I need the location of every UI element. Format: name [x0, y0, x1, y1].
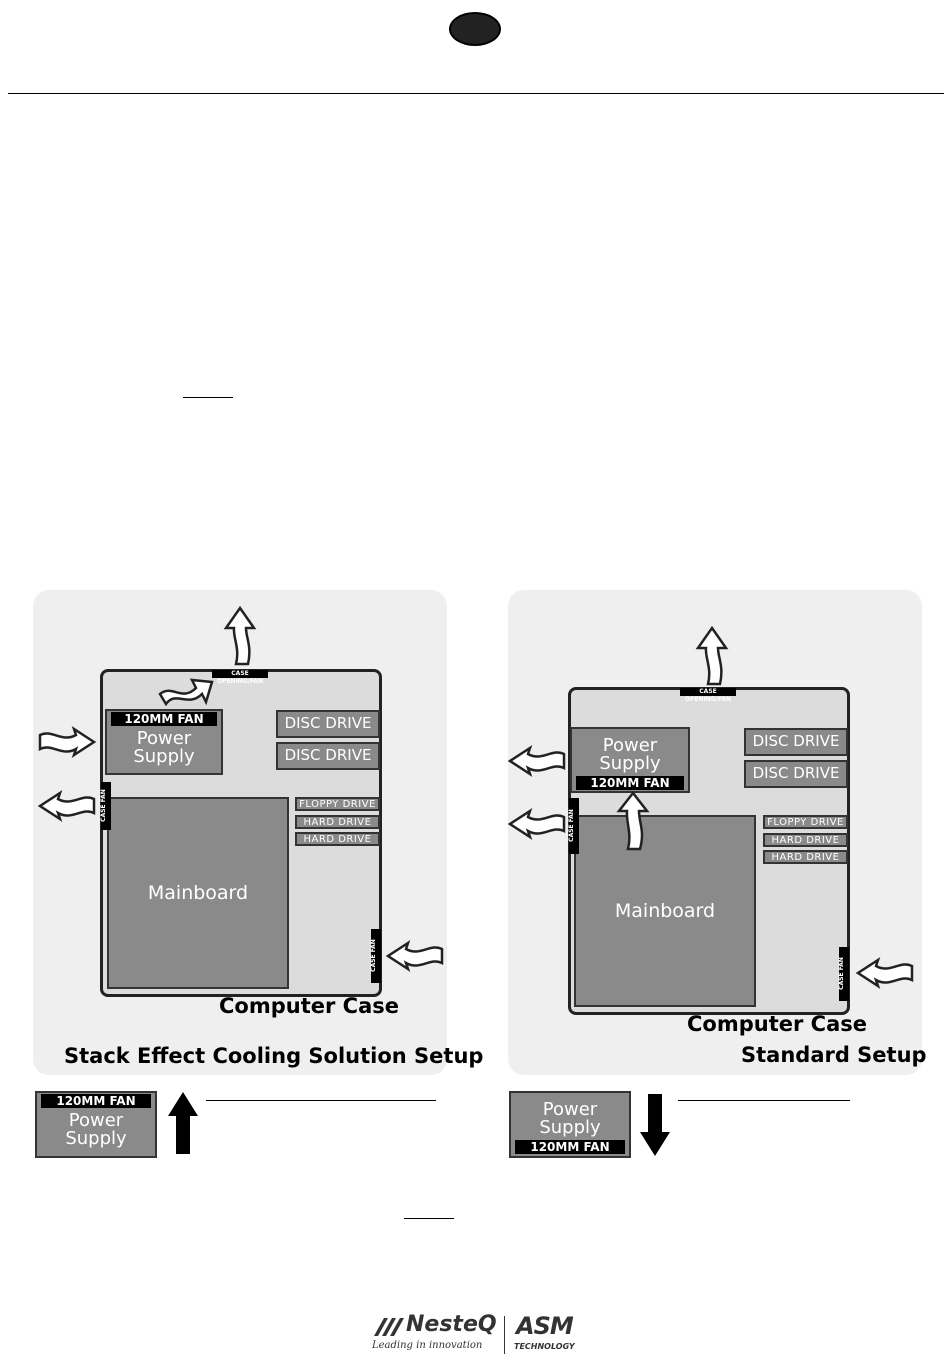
- brand-asm-sub: TECHNOLOGY: [514, 1342, 575, 1351]
- case-fan-right: CASE FAN: [370, 929, 381, 983]
- legend-line: [206, 1100, 436, 1101]
- hard-drive: HARD DRIVE: [295, 832, 380, 846]
- hard-drive: HARD DRIVE: [763, 850, 848, 864]
- floppy-drive: FLOPPY DRIVE: [295, 797, 380, 811]
- brand-nesteq: NesteQ: [406, 1312, 497, 1337]
- exhaust-arrow-icon: [507, 808, 566, 840]
- hard-drive: HARD DRIVE: [763, 833, 848, 847]
- exhaust-arrow-icon: [223, 605, 257, 666]
- hard-drive: HARD DRIVE: [295, 815, 380, 829]
- psu-label: Power Supply: [539, 1099, 601, 1138]
- mainboard: Mainboard: [574, 815, 756, 1007]
- exhaust-arrow-icon: [507, 745, 566, 777]
- text-underline: [404, 1218, 454, 1219]
- language-badge: [449, 12, 501, 46]
- intake-arrow-icon: [385, 940, 444, 972]
- exhaust-arrow-icon: [37, 790, 96, 822]
- legend-power-supply: 120MM FAN Power Supply: [35, 1091, 157, 1158]
- airflow-arrow-icon: [158, 678, 214, 707]
- disc-drive: DISC DRIVE: [744, 728, 848, 756]
- psu-label: Power Supply: [133, 728, 195, 767]
- intake-arrow-icon: [855, 957, 914, 989]
- arrow-up-icon: [168, 1092, 198, 1154]
- footer-logos: NesteQ Leading in innovation ASM TECHNOL…: [370, 1312, 582, 1358]
- psu-label: Power Supply: [599, 735, 661, 774]
- case-opening-fan-label: CASE OPENING/FAN: [680, 688, 736, 703]
- case-fan-right: CASE FAN: [838, 947, 849, 1001]
- psu-label: Power Supply: [65, 1110, 127, 1149]
- fan-label: 120MM FAN: [41, 1094, 151, 1108]
- diagram-title: Standard Setup: [741, 1043, 927, 1067]
- computer-case-label: Computer Case: [219, 994, 399, 1018]
- case-fan-left: CASE FAN: [100, 782, 111, 830]
- disc-drive: DISC DRIVE: [276, 710, 380, 738]
- header-rule: [8, 93, 944, 94]
- airflow-arrow-icon: [616, 790, 650, 851]
- nesteq-logo-icon: [374, 1318, 404, 1336]
- mainboard: Mainboard: [107, 797, 289, 989]
- disc-drive: DISC DRIVE: [744, 760, 848, 788]
- power-supply: Power Supply 120MM FAN: [570, 727, 690, 793]
- logo-divider: [504, 1316, 505, 1354]
- legend-line: [678, 1100, 850, 1101]
- disc-drive: DISC DRIVE: [276, 742, 380, 770]
- arrow-down-icon: [640, 1094, 670, 1156]
- diagram-title: Stack Effect Cooling Solution Setup: [64, 1044, 484, 1068]
- exhaust-arrow-icon: [695, 625, 729, 686]
- fan-label: 120MM FAN: [515, 1140, 625, 1154]
- legend-power-supply: Power Supply 120MM FAN: [509, 1091, 631, 1158]
- floppy-drive: FLOPPY DRIVE: [763, 815, 848, 829]
- case-fan-left: CASE FAN: [568, 798, 579, 854]
- brand-tagline: Leading in innovation: [372, 1340, 483, 1351]
- computer-case-label: Computer Case: [687, 1012, 867, 1036]
- power-supply: 120MM FAN Power Supply: [105, 709, 223, 775]
- fan-label: 120MM FAN: [576, 776, 684, 790]
- fan-label: 120MM FAN: [111, 712, 217, 726]
- intake-arrow-icon: [38, 726, 97, 758]
- brand-asm: ASM: [516, 1312, 574, 1340]
- case-opening-fan-label: CASE OPENING/FAN: [212, 670, 268, 685]
- text-underline: [183, 397, 233, 398]
